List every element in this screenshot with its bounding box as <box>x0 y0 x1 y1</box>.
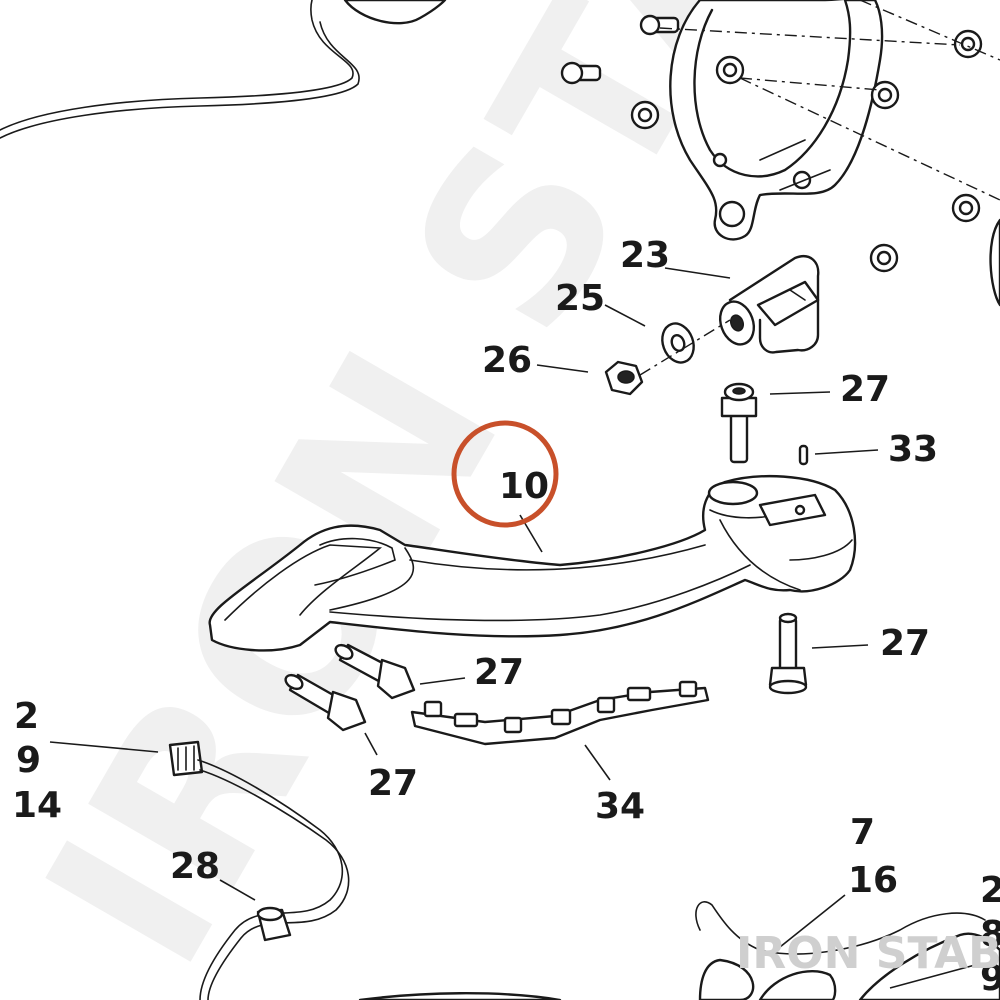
label-part-7: 7 <box>850 812 875 853</box>
label-part-14: 14 <box>12 785 62 826</box>
part-27-bolt-left-1 <box>334 643 416 700</box>
bushing-5 <box>953 29 983 59</box>
label-part-9-right: 9 <box>980 958 1000 999</box>
label-part-2-right: 2 <box>980 870 1000 911</box>
label-part-33: 33 <box>888 429 938 470</box>
label-part-27-middle: 27 <box>474 652 524 693</box>
part-23-pivot-mount <box>718 255 820 354</box>
label-part-27-right: 27 <box>880 623 930 664</box>
part-33-pin <box>798 444 809 466</box>
label-part-27-upper: 27 <box>840 369 890 410</box>
part-10-brake-pedal <box>208 474 857 652</box>
label-part-26: 26 <box>482 340 532 381</box>
part-26-nut <box>604 360 644 396</box>
upper-left-wiring <box>0 0 447 139</box>
highlight-circle <box>451 420 559 528</box>
bushing-1 <box>639 14 680 36</box>
bushing-3 <box>630 100 660 130</box>
bushing-2 <box>560 61 602 85</box>
label-part-8-right: 8 <box>980 914 1000 955</box>
leader-lines <box>49 267 976 989</box>
part-27-bolt-upper <box>720 382 758 464</box>
wire-harness-connector <box>168 740 350 1000</box>
bushing-8 <box>869 243 899 273</box>
label-part-34: 34 <box>595 786 645 827</box>
bushing-4 <box>715 55 745 85</box>
label-part-25: 25 <box>555 278 605 319</box>
label-part-2: 2 <box>14 696 39 737</box>
part-27-bolt-left-2 <box>284 673 367 732</box>
headlight-bracket-assembly <box>560 0 1000 307</box>
part-34-clip-strip <box>410 680 710 746</box>
label-part-23: 23 <box>620 235 670 276</box>
label-part-10: 10 <box>499 466 549 507</box>
part-27-bolt-right <box>768 612 808 695</box>
part-25-washer <box>661 322 695 364</box>
bushing-6 <box>870 80 900 110</box>
label-part-28: 28 <box>170 846 220 887</box>
bushing-7 <box>951 193 981 223</box>
label-part-9: 9 <box>16 740 41 781</box>
label-part-16: 16 <box>848 860 898 901</box>
label-part-27-lower: 27 <box>368 763 418 804</box>
corner-watermark: IRON STABLE <box>736 928 1000 979</box>
